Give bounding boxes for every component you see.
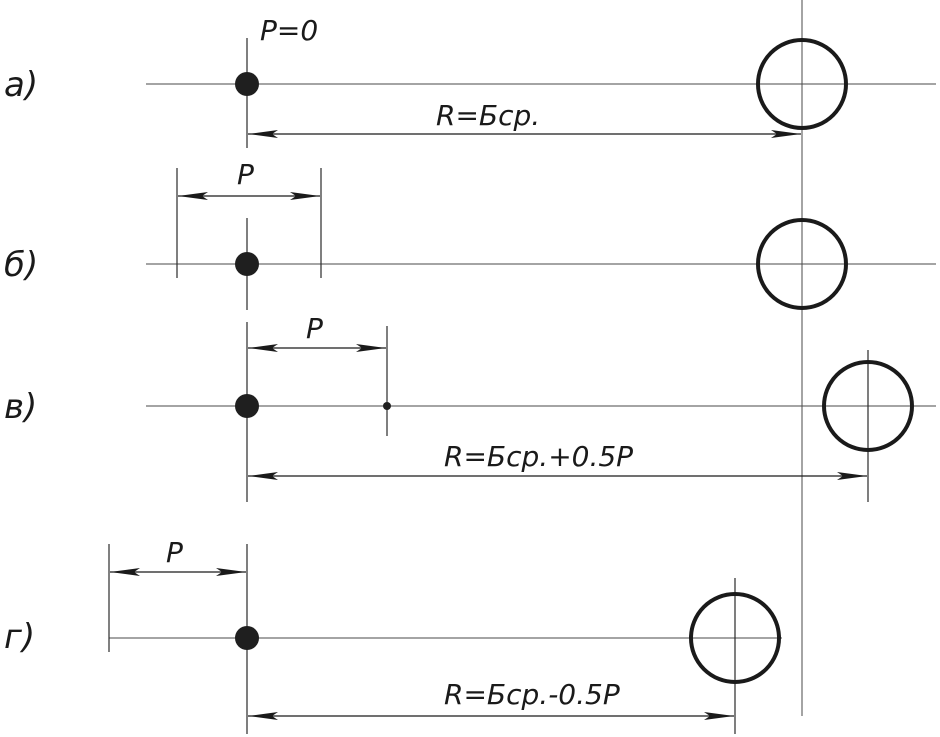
row-c-circle [822, 360, 914, 452]
row-a-top-label: P=0 [260, 14, 318, 47]
row-b: б) P [4, 158, 936, 310]
row-a: а) P=0 R=Бср. [4, 14, 936, 148]
row-c-small-point [383, 402, 391, 410]
row-a-point [235, 72, 259, 96]
row-d-label: г) [4, 617, 35, 657]
row-c-point [235, 394, 259, 418]
row-b-circle [756, 218, 848, 310]
row-c-dimension-label: R=Бср.+0.5P [444, 440, 633, 473]
row-d-top-label: P [166, 536, 183, 569]
row-a-label: а) [4, 65, 38, 105]
row-b-label: б) [4, 245, 38, 285]
row-b-top-label: P [237, 158, 254, 191]
row-d-point [235, 626, 259, 650]
row-c: в) P R=Бср.+0.5P [4, 312, 936, 502]
row-d-dimension-label: R=Бср.-0.5P [444, 678, 620, 711]
row-a-circle [756, 38, 848, 130]
row-d-circle [689, 592, 781, 684]
row-b-point [235, 252, 259, 276]
row-c-top-label: P [306, 312, 323, 345]
row-d: г) P R=Бср.-0.5P [4, 536, 782, 734]
row-c-label: в) [4, 387, 37, 427]
row-a-dimension-label: R=Бср. [436, 99, 540, 132]
